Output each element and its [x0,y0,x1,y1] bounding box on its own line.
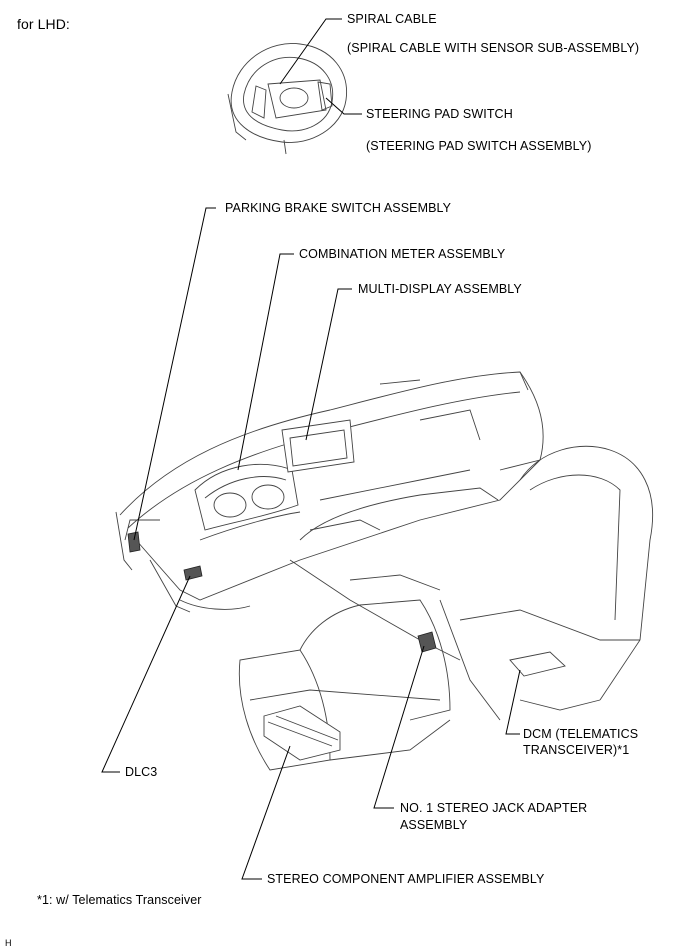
label-steering-pad-switch-assembly: (STEERING PAD SWITCH ASSEMBLY) [366,139,592,153]
steering-wheel-drawing [227,43,347,155]
label-stereo-jack-line1: NO. 1 STEREO JACK ADAPTER [400,801,588,815]
label-stereo-amplifier: STEREO COMPONENT AMPLIFIER ASSEMBLY [267,872,545,886]
label-stereo-jack-line2: ASSEMBLY [400,818,468,832]
label-dlc3: DLC3 [125,765,158,779]
label-combination-meter: COMBINATION METER ASSEMBLY [299,247,506,261]
label-steering-pad-switch: STEERING PAD SWITCH [366,107,513,121]
dashboard-drawing [115,371,544,661]
footnote: *1: w/ Telematics Transceiver [37,893,202,907]
label-dcm-line2: TRANSCEIVER)*1 [523,743,630,757]
label-multi-display: MULTI-DISPLAY ASSEMBLY [358,282,522,296]
figure-code: H [5,938,12,948]
label-spiral-cable-sub-assembly: (SPIRAL CABLE WITH SENSOR SUB-ASSEMBLY) [347,41,640,55]
leader-lines [101,18,521,880]
label-spiral-cable: SPIRAL CABLE [347,12,437,26]
label-parking-brake-switch: PARKING BRAKE SWITCH ASSEMBLY [225,201,452,215]
vehicle-variant-heading: for LHD: [17,16,70,32]
label-dcm-line1: DCM (TELEMATICS [523,727,639,741]
seats-drawing [127,445,654,771]
